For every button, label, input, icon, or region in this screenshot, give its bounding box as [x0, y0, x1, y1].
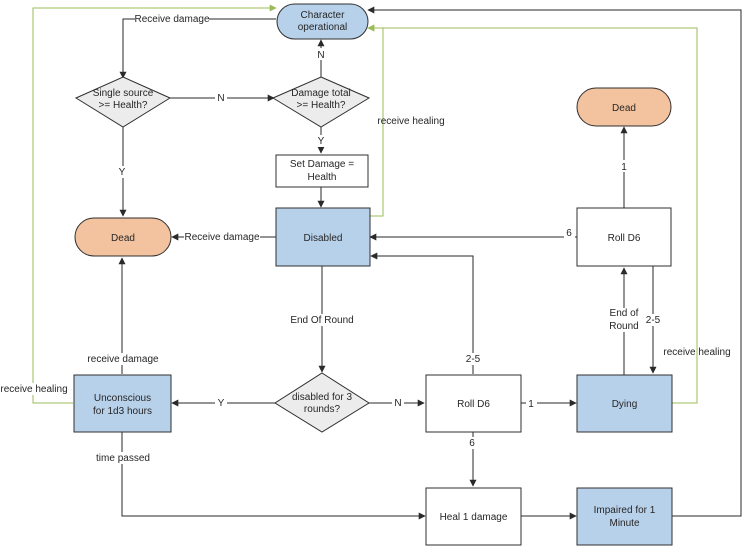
set-damage-line2: Health [308, 172, 337, 183]
disabled-label: Disabled [304, 233, 343, 244]
dead-left-label: Dead [111, 233, 135, 244]
label-receive-healing-dying: receive healing [663, 347, 730, 358]
node-disabled-3-rounds-decision: disabled for 3 rounds? [274, 372, 370, 433]
impaired-line2: Minute [609, 518, 639, 529]
edge-operational-to-single-source [119, 18, 276, 79]
label-y-single-to-dead: Y [119, 167, 126, 178]
single-source-line2: >= Health? [99, 100, 148, 111]
label-end-of-round-dying-1: End of [610, 308, 639, 319]
label-n-single-to-total: N [217, 93, 224, 104]
edge-unconscious-to-heal [121, 432, 426, 520]
label-receive-healing-unconscious: receive healing [0, 384, 67, 395]
label-receive-damage-top: Receive damage [134, 14, 209, 25]
label-two-five-roll-mid: 2-5 [466, 354, 481, 365]
label-receive-damage-unconscious: receive damage [87, 354, 159, 365]
label-n-decision-to-roll: N [394, 398, 401, 409]
roll-d6-mid-label: Roll D6 [457, 399, 490, 410]
label-receive-damage-disabled: Receive damage [184, 232, 259, 243]
damage-total-line2: >= Health? [297, 100, 346, 111]
node-roll-d6-mid: Roll D6 [425, 374, 522, 433]
disabled-3-rounds-line2: rounds? [304, 404, 341, 415]
node-dead-right: Dead [576, 87, 672, 127]
label-y-decision-to-unconscious: Y [218, 398, 225, 409]
heal-1-damage-label: Heal 1 damage [440, 512, 508, 523]
character-operational-line2: operational [298, 22, 347, 33]
unconscious-line2: for 1d3 hours [93, 406, 152, 417]
edge-roll-mid-to-disabled [370, 252, 474, 374]
label-six-roll-to-disabled: 6 [566, 228, 572, 239]
label-receive-healing-disabled: receive healing [377, 116, 444, 127]
roll-d6-right-label: Roll D6 [608, 233, 641, 244]
node-single-source-decision: Single source >= Health? [74, 76, 172, 128]
label-six-roll-mid-to-heal: 6 [469, 438, 475, 449]
dying-label: Dying [612, 399, 638, 410]
character-operational-line1: Character [301, 10, 346, 21]
node-impaired: Impaired for 1 Minute [576, 487, 673, 546]
label-end-of-round-dying-2: Round [609, 321, 638, 332]
label-n-total-to-operational: N [317, 50, 324, 61]
edge-heal-dying-to-operational [367, 24, 698, 404]
label-time-passed: time passed [96, 453, 150, 464]
label-end-of-round-disabled: End Of Round [290, 315, 353, 326]
node-damage-total-decision: Damage total >= Health? [271, 76, 371, 128]
edge-impaired-to-operational [367, 6, 742, 517]
impaired-line1: Impaired for 1 [594, 505, 656, 516]
node-dying: Dying [576, 374, 673, 433]
damage-total-line1: Damage total [291, 88, 350, 99]
unconscious-line1: Unconscious [94, 393, 151, 404]
node-dead-left: Dead [74, 217, 172, 257]
node-set-damage: Set Damage = Health [275, 154, 369, 188]
node-disabled: Disabled [275, 207, 371, 267]
set-damage-line1: Set Damage = [290, 159, 354, 170]
disabled-3-rounds-line1: disabled for 3 [292, 392, 352, 403]
label-two-five-dying: 2-5 [646, 315, 661, 326]
label-one-roll-mid-to-dying: 1 [528, 399, 534, 410]
label-one-roll-to-dead: 1 [621, 162, 627, 173]
node-heal-1-damage: Heal 1 damage [425, 487, 522, 546]
single-source-line1: Single source [93, 88, 154, 99]
node-character-operational: Character operational [276, 3, 369, 40]
dead-right-label: Dead [612, 103, 636, 114]
label-y-total-to-set: Y [318, 136, 325, 147]
node-unconscious: Unconscious for 1d3 hours [73, 374, 172, 433]
node-roll-d6-right: Roll D6 [576, 207, 672, 267]
edge-heal-unconscious-to-operational [32, 4, 277, 404]
